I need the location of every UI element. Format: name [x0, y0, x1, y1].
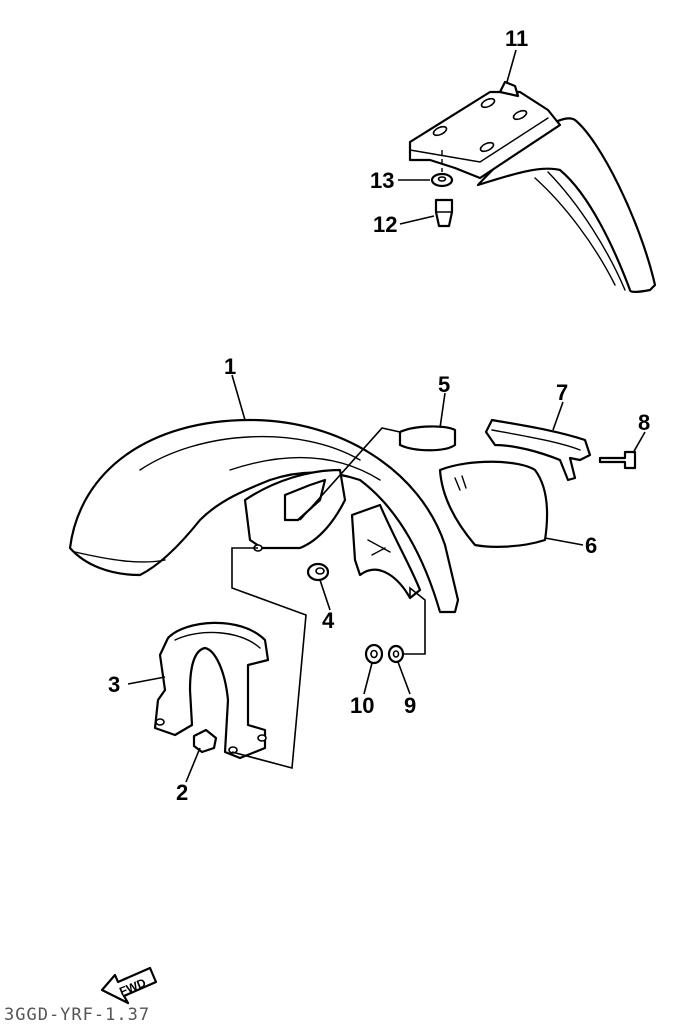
- callout-9: 9: [404, 693, 416, 718]
- callout-11: 11: [505, 26, 528, 51]
- washer-13: [430, 172, 454, 188]
- callout-13: 13: [370, 168, 394, 193]
- bolt-12: [434, 198, 454, 228]
- callout-4: 4: [322, 608, 335, 633]
- fwd-arrow-icon: FWD: [100, 966, 158, 1005]
- washer-9: [387, 644, 405, 664]
- callout-12: 12: [373, 212, 397, 237]
- callout-8: 8: [638, 410, 650, 435]
- bolt-8: [598, 450, 637, 470]
- inner-fender-piece: [350, 503, 422, 600]
- cover-plate-6: [438, 460, 549, 548]
- callout-1: 1: [224, 354, 236, 379]
- callout-2: 2: [176, 780, 188, 805]
- reflector-5: [398, 425, 457, 452]
- nut-10: [364, 643, 384, 665]
- grommet-4: [306, 562, 330, 582]
- fender-stay-7: [484, 418, 592, 482]
- callout-5: 5: [438, 372, 450, 397]
- drawing-code: 3GGD-YRF-1.37: [4, 1005, 150, 1025]
- callout-3: 3: [108, 672, 120, 697]
- rear-fender-bracket: [408, 80, 657, 293]
- front-fender: [68, 418, 460, 614]
- callout-6: 6: [585, 533, 597, 558]
- fwd-label: FWD: [117, 975, 148, 998]
- bolt-2: [192, 728, 218, 754]
- fender-brace-3: [153, 621, 270, 760]
- callout-7: 7: [556, 380, 568, 405]
- callout-10: 10: [350, 693, 374, 718]
